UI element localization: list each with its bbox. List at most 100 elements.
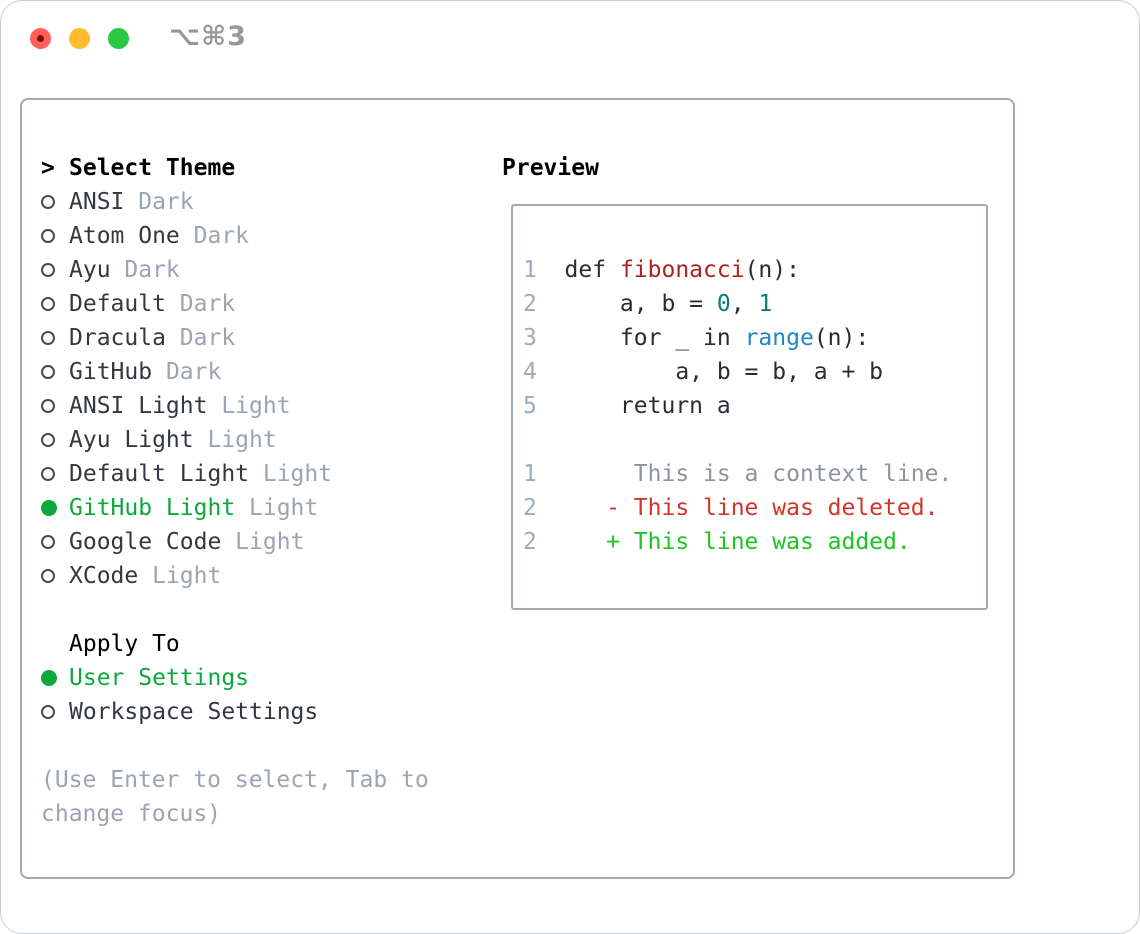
radio-marker — [41, 433, 69, 447]
radio-icon — [41, 399, 55, 413]
apply-option-user-settings[interactable]: User Settings — [41, 661, 429, 695]
spacer-row — [41, 729, 429, 763]
variant-tag: Light — [221, 529, 305, 555]
option-label: Ayu Light — [69, 427, 194, 453]
code-segment: fibonacci — [619, 257, 745, 283]
code-segment: This is a context line. — [564, 461, 953, 487]
option-label: Dracula — [69, 325, 166, 351]
code-segment: for _ in — [564, 325, 745, 351]
code-line-2: 2 a, b = 0, 1 — [523, 287, 986, 321]
apply-option-workspace-settings[interactable]: Workspace Settings — [41, 695, 429, 729]
theme-option-dracula[interactable]: Dracula Dark — [41, 321, 429, 355]
option-label: ANSI Light — [69, 393, 208, 419]
code-segment: 2 — [523, 529, 565, 555]
option-label: Atom One — [69, 223, 180, 249]
code-segment: 2 — [523, 495, 565, 521]
title-bar: ⌥⌘3 — [1, 1, 1139, 75]
variant-tag: Dark — [165, 291, 236, 317]
code-segment: return a — [564, 393, 731, 419]
code-segment: 4 — [523, 359, 565, 385]
option-label: ANSI — [69, 189, 125, 215]
unsaved-dot-icon — [37, 35, 44, 42]
radio-icon — [41, 535, 55, 549]
variant-tag: Light — [249, 461, 333, 487]
preview-title: Preview — [502, 155, 599, 181]
window-title: ⌥⌘3 — [169, 21, 247, 52]
radio-marker — [41, 569, 69, 583]
radio-icon — [41, 229, 55, 243]
radio-icon — [41, 467, 55, 481]
variant-tag: Dark — [110, 257, 180, 283]
code-segment: + This line was added. — [564, 529, 911, 555]
apply-to-header: Apply To — [41, 627, 429, 661]
code-segment: a, b = b, a + b — [564, 359, 884, 385]
code-segment: 1 — [523, 461, 565, 487]
maximize-button[interactable] — [108, 28, 129, 49]
selected-radio-icon — [41, 500, 57, 516]
radio-marker — [41, 263, 69, 277]
theme-option-google-code[interactable]: Google Code Light — [41, 525, 429, 559]
option-label: Google Code — [69, 529, 222, 555]
radio-marker — [41, 297, 69, 311]
variant-tag: Light — [235, 495, 319, 521]
theme-option-ansi[interactable]: ANSI Dark — [41, 185, 429, 219]
apply-to-title: Apply To — [69, 631, 180, 657]
help-text-line1: (Use Enter to select, Tab to — [41, 767, 429, 793]
code-line-9: 2 + This line was added. — [523, 525, 986, 559]
close-button[interactable] — [30, 28, 51, 49]
minimize-button[interactable] — [69, 28, 90, 49]
variant-tag: Dark — [179, 223, 250, 249]
option-label: Default — [69, 291, 166, 317]
code-segment: 1 — [523, 257, 565, 283]
option-label: User Settings — [69, 665, 250, 691]
radio-icon — [41, 569, 55, 583]
code-segment: 5 — [523, 393, 565, 419]
radio-icon — [41, 433, 55, 447]
help-text-line2: change focus) — [41, 801, 222, 827]
selected-radio-icon — [41, 670, 57, 686]
variant-tag: Light — [207, 393, 291, 419]
select-theme-title: Select Theme — [69, 155, 236, 181]
theme-option-ansi-light[interactable]: ANSI Light Light — [41, 389, 429, 423]
radio-marker — [41, 535, 69, 549]
theme-option-ayu-light[interactable]: Ayu Light Light — [41, 423, 429, 457]
radio-icon — [41, 297, 55, 311]
theme-option-ayu[interactable]: Ayu Dark — [41, 253, 429, 287]
variant-tag: Light — [138, 563, 222, 589]
code-segment: 3 — [523, 325, 565, 351]
theme-option-github-light[interactable]: GitHub Light Light — [41, 491, 429, 525]
radio-icon — [41, 331, 55, 345]
spacer-row — [41, 593, 429, 627]
variant-tag: Dark — [152, 359, 222, 385]
code-segment: range — [744, 325, 814, 351]
code-line-8: 2 - This line was deleted. — [523, 491, 986, 525]
theme-option-atom-one[interactable]: Atom One Dark — [41, 219, 429, 253]
theme-option-default-light[interactable]: Default Light Light — [41, 457, 429, 491]
radio-marker — [41, 399, 69, 413]
code-line-7: 1 This is a context line. — [523, 457, 986, 491]
code-line-6 — [523, 423, 986, 457]
radio-marker — [41, 331, 69, 345]
theme-option-default[interactable]: Default Dark — [41, 287, 429, 321]
option-label: XCode — [69, 563, 139, 589]
variant-tag: Dark — [165, 325, 236, 351]
code-segment: a, b = — [564, 291, 717, 317]
theme-option-github[interactable]: GitHub Dark — [41, 355, 429, 389]
radio-marker — [41, 670, 69, 686]
code-segment: 1 — [758, 291, 773, 317]
variant-tag: Dark — [124, 189, 194, 215]
code-segment: 0 — [716, 291, 731, 317]
code-line-3: 3 for _ in range(n): — [523, 321, 986, 355]
variant-tag: Light — [193, 427, 277, 453]
radio-marker — [41, 229, 69, 243]
option-label: GitHub — [69, 359, 153, 385]
radio-marker — [41, 365, 69, 379]
radio-marker — [41, 705, 69, 719]
theme-option-xcode[interactable]: XCode Light — [41, 559, 429, 593]
